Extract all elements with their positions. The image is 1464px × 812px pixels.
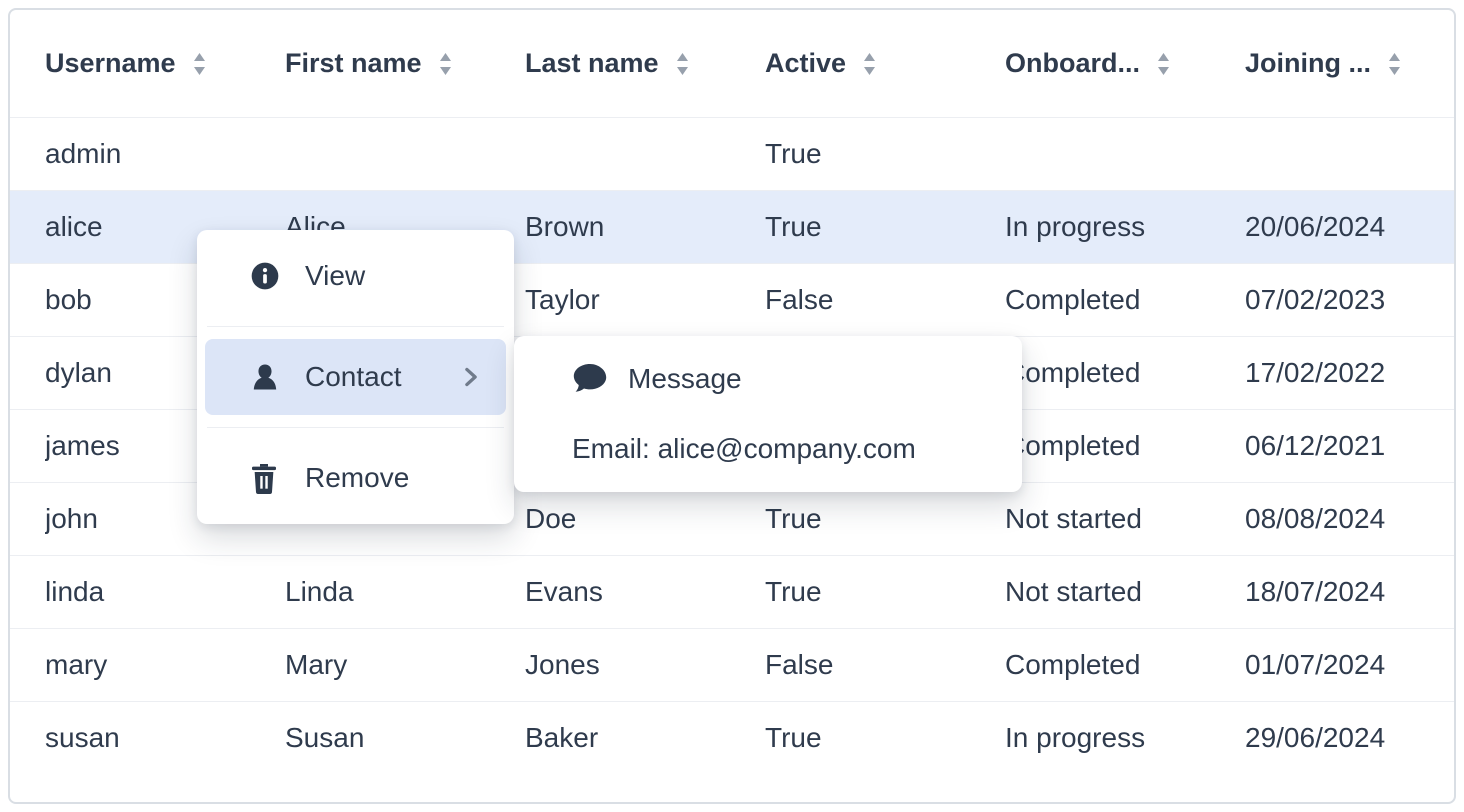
cell-username: susan	[45, 722, 120, 753]
cell-onboarding: In progress	[1005, 722, 1146, 753]
cell-first-name: Mary	[285, 649, 348, 680]
menu-divider	[207, 427, 504, 428]
row-context-menu: View Contact Remove	[197, 230, 514, 524]
table-row[interactable]: bob Taylor False Completed 07/02/2023	[10, 264, 1454, 337]
cell-joining: 17/02/2022	[1245, 357, 1386, 388]
cell-first-name: Susan	[285, 722, 365, 753]
column-header-label: First name	[285, 48, 422, 78]
chevron-right-icon	[462, 366, 480, 388]
cell-onboarding: Not started	[1005, 503, 1142, 534]
menu-item-label: Contact	[305, 361, 402, 392]
sort-icon	[438, 51, 453, 77]
cell-onboarding: Completed	[1005, 284, 1141, 315]
cell-joining: 01/07/2024	[1245, 649, 1386, 680]
menu-item-remove[interactable]: Remove	[205, 440, 506, 516]
contact-submenu: Message Email: alice@company.com	[514, 336, 1022, 492]
cell-last-name: Taylor	[525, 284, 600, 315]
column-header-active[interactable]: Active	[765, 48, 1005, 79]
table-row[interactable]: john Doe True Not started 08/08/2024	[10, 483, 1454, 556]
cell-joining: 18/07/2024	[1245, 576, 1386, 607]
cell-last-name: Jones	[525, 649, 600, 680]
cell-active: True	[765, 722, 822, 753]
cell-last-name: Baker	[525, 722, 599, 753]
sort-icon	[1156, 51, 1171, 77]
cell-active: False	[765, 649, 834, 680]
column-header-last-name[interactable]: Last name	[525, 48, 765, 79]
column-header-joining----[interactable]: Joining ...	[1245, 48, 1454, 79]
column-header-username[interactable]: Username	[45, 48, 285, 79]
cell-username: linda	[45, 576, 105, 607]
column-header-label: Joining ...	[1245, 48, 1371, 78]
info-icon	[249, 260, 281, 292]
submenu-item-message[interactable]: Message	[514, 348, 1022, 410]
column-header-label: Onboard...	[1005, 48, 1140, 78]
table-row[interactable]: james Completed 06/12/2021	[10, 410, 1454, 483]
cell-username: bob	[45, 284, 92, 315]
cell-active: True	[765, 503, 822, 534]
cell-onboarding: In progress	[1005, 211, 1146, 242]
table-row[interactable]: mary Mary Jones False Completed 01/07/2024	[10, 629, 1454, 702]
column-header-label: Username	[45, 48, 176, 78]
table-row[interactable]: admin True	[10, 118, 1454, 191]
sort-icon	[862, 51, 877, 77]
table-row[interactable]: susan Susan Baker True In progress 29/06/2024	[10, 702, 1454, 774]
submenu-item-email[interactable]: Email: alice@company.com	[514, 418, 1022, 480]
cell-onboarding: Completed	[1005, 430, 1141, 461]
cell-username: john	[45, 503, 98, 534]
cell-onboarding: Completed	[1005, 649, 1141, 680]
submenu-item-label: Email: alice@company.com	[572, 433, 916, 464]
cell-active: True	[765, 138, 822, 169]
cell-last-name: Doe	[525, 503, 577, 534]
menu-item-view[interactable]: View	[205, 238, 506, 314]
cell-last-name: Evans	[525, 576, 603, 607]
cell-joining: 06/12/2021	[1245, 430, 1386, 461]
cell-last-name: Brown	[525, 211, 605, 242]
cell-active: True	[765, 576, 822, 607]
menu-divider	[207, 326, 504, 327]
cell-joining: 20/06/2024	[1245, 211, 1386, 242]
column-header-onboard---[interactable]: Onboard...	[1005, 48, 1245, 79]
menu-item-label: Remove	[305, 462, 410, 493]
user-icon	[249, 361, 281, 393]
menu-item-label: View	[305, 260, 366, 291]
cell-joining: 07/02/2023	[1245, 284, 1386, 315]
cell-username: mary	[45, 649, 108, 680]
cell-first-name: Linda	[285, 576, 354, 607]
table-row[interactable]: linda Linda Evans True Not started 18/07/2024	[10, 556, 1454, 629]
cell-onboarding: Completed	[1005, 357, 1141, 388]
chat-bubble-icon	[572, 362, 608, 396]
cell-onboarding: Not started	[1005, 576, 1142, 607]
sort-icon	[192, 51, 207, 77]
sort-icon	[675, 51, 690, 77]
column-header-label: Active	[765, 48, 847, 78]
cell-username: admin	[45, 138, 122, 169]
cell-joining: 29/06/2024	[1245, 722, 1386, 753]
trash-icon	[249, 462, 281, 494]
cell-username: alice	[45, 211, 103, 242]
submenu-item-label: Message	[628, 363, 742, 394]
sort-icon	[1387, 51, 1402, 77]
column-header-first-name[interactable]: First name	[285, 48, 525, 79]
cell-active: False	[765, 284, 834, 315]
cell-active: True	[765, 211, 822, 242]
column-header-label: Last name	[525, 48, 659, 78]
cell-joining: 08/08/2024	[1245, 503, 1386, 534]
cell-username: dylan	[45, 357, 112, 388]
menu-item-contact[interactable]: Contact	[205, 339, 506, 415]
cell-username: james	[45, 430, 120, 461]
table-header-row: Username First name Last name Active Onboard…	[10, 10, 1454, 118]
